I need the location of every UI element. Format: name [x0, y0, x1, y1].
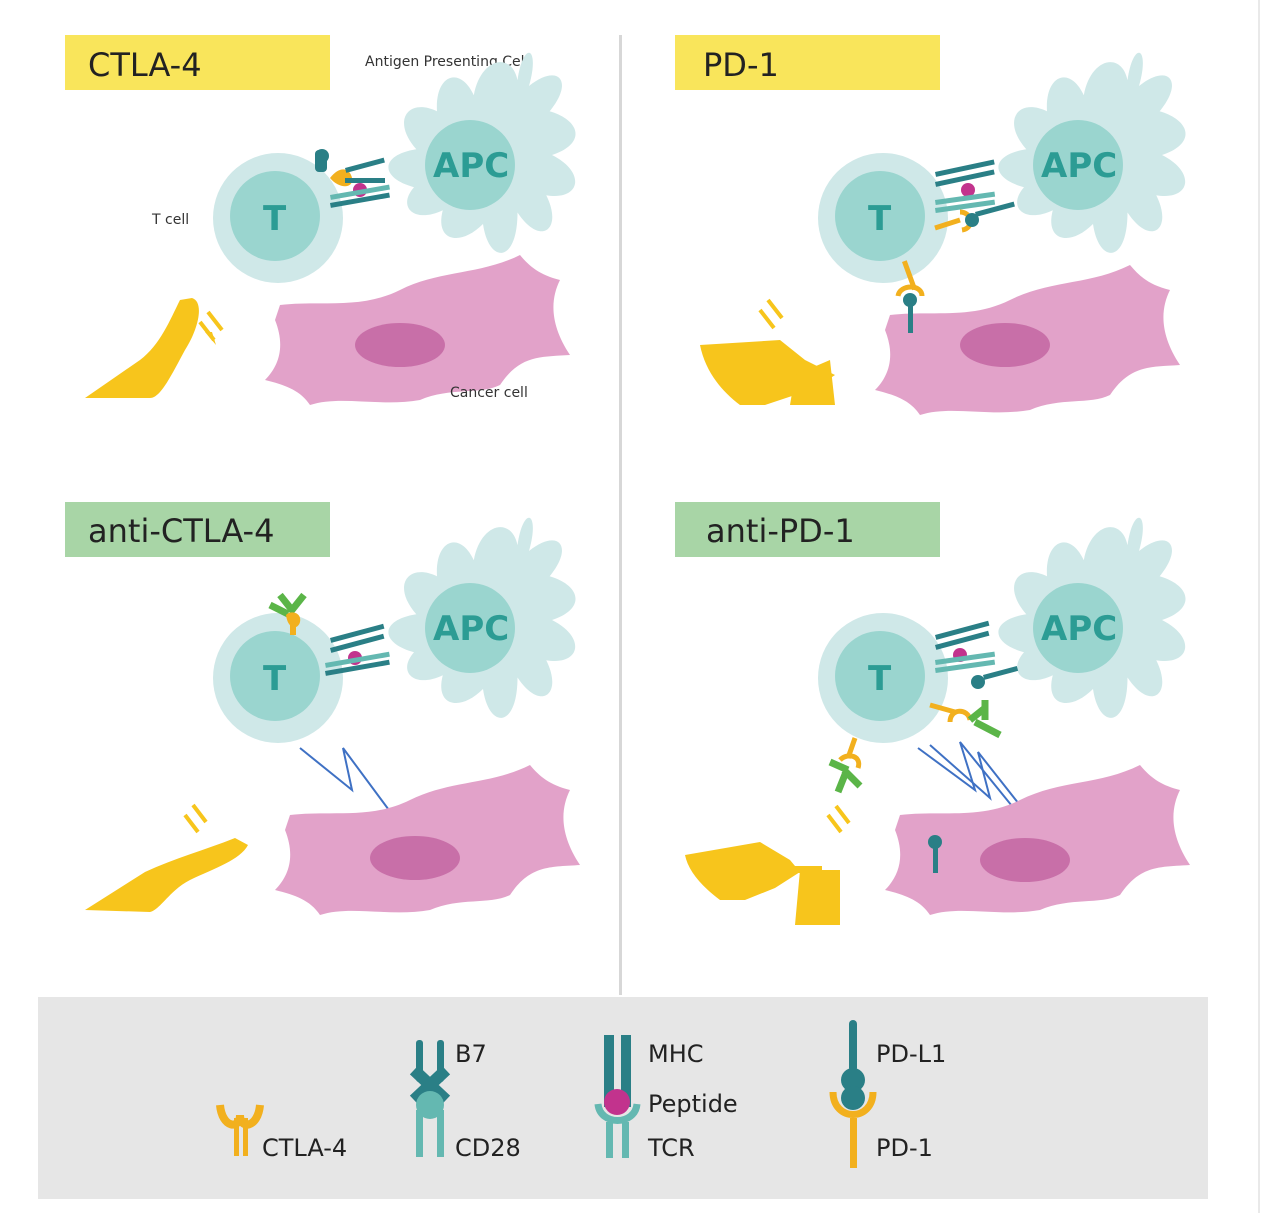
legend-b7-cd28-icon — [409, 1040, 451, 1157]
panel-divider — [619, 35, 622, 995]
t-cell-label: T — [263, 199, 287, 239]
synapse-receptors — [935, 620, 1019, 689]
t-cell-label: T — [263, 659, 287, 699]
t-cell-label: T — [868, 659, 892, 699]
t-cell-caption: T cell — [151, 212, 189, 228]
brake-pedal-released — [85, 298, 224, 398]
legend-pdl1-pd1-icon — [829, 1020, 877, 1168]
legend-b7-label: B7 — [455, 1040, 487, 1068]
panel-title-anti-ctla4: anti-CTLA-4 — [88, 512, 274, 550]
legend-ctla4-label: CTLA-4 — [262, 1134, 347, 1162]
legend-mhc-tcr-icon — [594, 1035, 641, 1158]
anti-pd1-antibody-lower — [828, 737, 863, 794]
brake-pedal-released — [85, 803, 248, 912]
apc-nucleus — [425, 120, 515, 210]
panel-title-ctla4: CTLA-4 — [88, 46, 202, 84]
panel-title-pd1: PD-1 — [703, 46, 779, 84]
apc-nucleus — [425, 583, 515, 673]
panel-ctla4: CTLA-4 Antigen Presenting Cell APC T T c… — [65, 35, 576, 405]
panel-anti-pd1: anti-PD-1 APC T — [675, 502, 1190, 925]
t-cell-nucleus — [835, 171, 925, 261]
synapse-receptors — [934, 159, 1015, 233]
panel-header-ctla4 — [65, 35, 330, 90]
t-cell-nucleus — [230, 171, 320, 261]
apc-label: APC — [1041, 609, 1117, 649]
right-edge-line — [1258, 0, 1260, 1213]
attack-arrow — [929, 744, 1031, 819]
cancer-caption: Cancer cell — [450, 385, 528, 401]
anti-pd1-antibody-upper — [929, 700, 1002, 739]
attack-arrow — [299, 747, 401, 826]
anti-ctla4-antibody — [268, 592, 307, 635]
legend-cd28-label: CD28 — [455, 1134, 521, 1162]
apc-label: APC — [433, 609, 509, 649]
t-cell-label: T — [868, 199, 892, 239]
apc-label: APC — [433, 146, 509, 186]
panel-header-anti-pd1 — [675, 502, 940, 557]
panel-anti-ctla4: anti-CTLA-4 APC T — [65, 502, 580, 915]
apc-label: APC — [1041, 146, 1117, 186]
legend-pd1-label: PD-1 — [876, 1134, 933, 1162]
brake-pedal-blocked — [685, 804, 851, 925]
cancer-nucleus — [355, 323, 445, 367]
synapse-receptors — [315, 149, 390, 208]
synapse-receptors — [324, 623, 390, 676]
t-cell-nucleus — [835, 631, 925, 721]
legend-peptide-label: Peptide — [648, 1090, 738, 1118]
legend-mhc-label: MHC — [648, 1040, 704, 1068]
legend-pdl1-label: PD-L1 — [876, 1040, 946, 1068]
attack-arrow — [917, 741, 1026, 823]
apc-caption: Antigen Presenting Cell — [365, 54, 528, 70]
brake-pedal-pressed — [700, 298, 835, 405]
cancer-nucleus — [960, 323, 1050, 367]
panel-pd1: PD-1 APC T — [675, 35, 1186, 415]
cancer-nucleus — [370, 836, 460, 880]
apc-nucleus — [1033, 583, 1123, 673]
legend-tcr-label: TCR — [647, 1134, 695, 1162]
pdl1-unbound — [928, 835, 942, 873]
panel-title-anti-pd1: anti-PD-1 — [706, 512, 855, 550]
panel-header-pd1 — [675, 35, 940, 90]
t-cell-nucleus — [230, 631, 320, 721]
pd1-pdl1-binding — [895, 260, 925, 333]
legend: CTLA-4 B7 CD28 MHC Peptide TCR — [38, 997, 1208, 1199]
legend-ctla4-icon — [216, 1104, 264, 1156]
panel-header-anti-ctla4 — [65, 502, 330, 557]
apc-nucleus — [1033, 120, 1123, 210]
cancer-nucleus — [980, 838, 1070, 882]
